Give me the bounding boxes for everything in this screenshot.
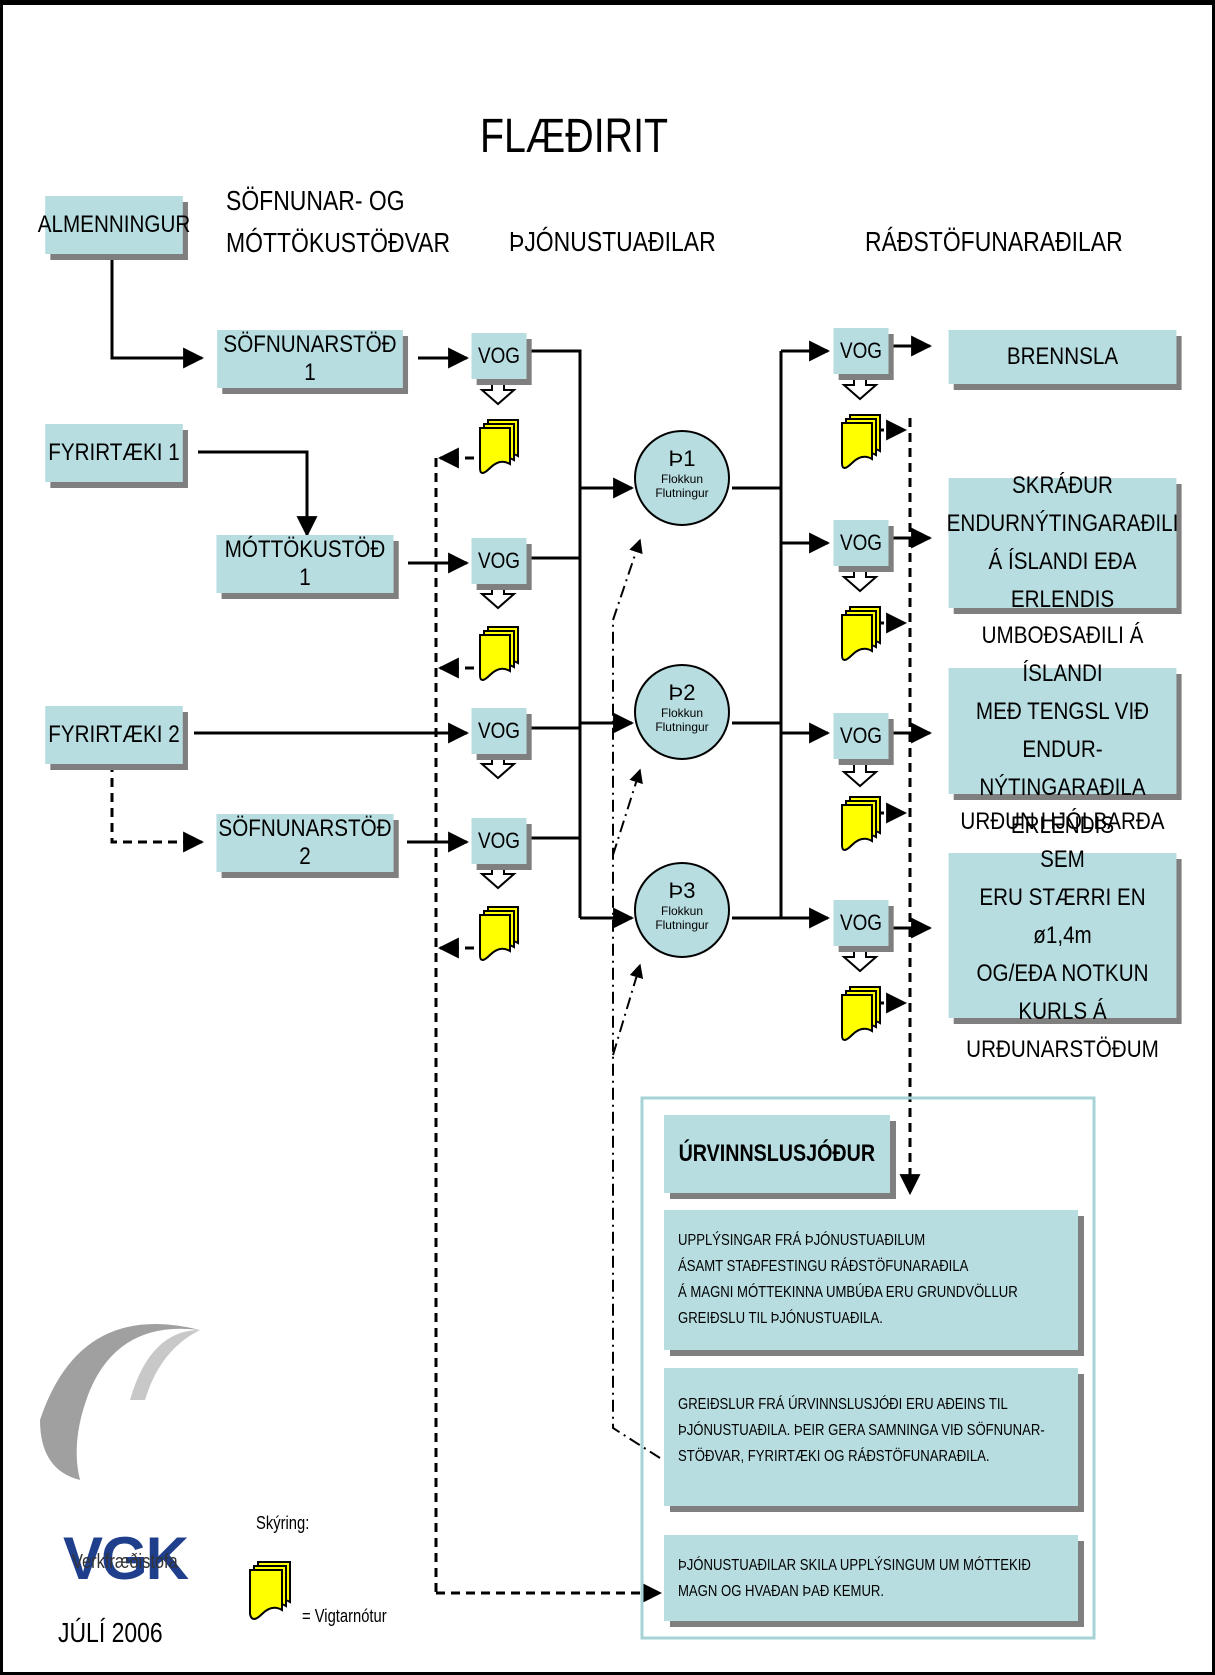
- vgk-logo-subtitle: Verkfræðistofa: [72, 1551, 178, 1573]
- p3-line2: Flutningur: [655, 918, 709, 932]
- legend-item: = Vigtarnótur: [302, 1606, 387, 1626]
- column-header-collection: SÖFNUNAR- OG MÓTTÖKUSTÖÐVAR: [226, 185, 451, 258]
- weighing-slip-icon: [841, 606, 881, 661]
- p2-circle: [634, 664, 730, 760]
- down-arrow-shape: [479, 377, 517, 406]
- p1-line2: Flutningur: [655, 486, 709, 500]
- fund-info-1-text: UPPLÝSINGAR FRÁ ÞJÓNUSTUAÐILUM ÁSAMT STA…: [678, 1232, 1018, 1327]
- weighing-slip-icon: [479, 626, 519, 681]
- fund-info-3-text: ÞJÓNUSTUAÐILAR SKILA UPPLÝSINGUM UM MÓTT…: [678, 1557, 1031, 1600]
- weighing-slip-icon: [841, 986, 881, 1041]
- page-title: FLÆÐIRIT: [480, 110, 669, 163]
- weighing-slip-icon: [479, 419, 519, 474]
- scale-vog-4: VOG: [471, 818, 527, 864]
- p2-line2: Flutningur: [655, 720, 709, 734]
- dashed-fyrirtaeki2-sofnunarstod2: [110, 763, 205, 853]
- station-sofnunarstod2: SÖFNUNARSTÖÐ 2: [216, 814, 394, 872]
- line-vog1-bus: [531, 349, 582, 918]
- vgk-logo-mark: [40, 1324, 200, 1480]
- weighing-slip-icon: [841, 414, 881, 469]
- disposal-brennsla: BRENNSLA: [948, 330, 1177, 384]
- scale-vog-3: VOG: [471, 708, 527, 754]
- source-fyrirtaeki2: FYRIRTÆKI 2: [45, 706, 183, 764]
- scale-vog-7: VOG: [833, 713, 889, 759]
- weighing-slip-icon: [841, 796, 881, 851]
- station-sofnunarstod1: SÖFNUNARSTÖÐ 1: [217, 330, 403, 388]
- disposal-urdun: URÐUN HJÓLBARÐA SEM ERU STÆRRI EN ø1,4m …: [948, 808, 1177, 1063]
- fund-info-1: UPPLÝSINGAR FRÁ ÞJÓNUSTUAÐILUM ÁSAMT STA…: [664, 1210, 1078, 1350]
- p1-circle: [634, 430, 730, 526]
- arrow-almenningur-sofnunarstod1: [110, 254, 205, 369]
- fund-info-3: ÞJÓNUSTUAÐILAR SKILA UPPLÝSINGUM UM MÓTT…: [664, 1535, 1078, 1621]
- fund-info-2-text: GREIÐSLUR FRÁ ÚRVINNSLUSJÓÐI ERU AÐEINS …: [678, 1396, 1045, 1465]
- scale-vog-5: VOG: [833, 328, 889, 374]
- fund-title: ÚRVINNSLUSJÓÐUR: [664, 1115, 890, 1193]
- source-fyrirtaeki1: FYRIRTÆKI 1: [45, 424, 183, 482]
- station-mottokustod1: MÓTTÖKUSTÖÐ 1: [216, 535, 394, 593]
- column-header-disposal: RÁÐSTÖFUNARAÐILAR: [865, 226, 1123, 257]
- p2-line1: Flokkun: [660, 706, 704, 720]
- p3-circle: [634, 862, 730, 958]
- date-label: JÚLÍ 2006: [58, 1617, 163, 1648]
- p2-id: Þ2: [668, 680, 696, 705]
- scale-vog-1: VOG: [471, 333, 527, 379]
- scale-vog-6: VOG: [833, 520, 889, 566]
- p3-id: Þ3: [668, 878, 696, 903]
- source-almenningur: ALMENNINGUR: [38, 196, 190, 254]
- p1-id: Þ1: [668, 446, 696, 471]
- service-provider-p3: Þ3 Flokkun Flutningur: [635, 878, 729, 932]
- scale-vog-8: VOG: [833, 900, 889, 946]
- weighing-slip-icon: [479, 906, 519, 961]
- column-header-service: ÞJÓNUSTUAÐILAR: [509, 226, 716, 257]
- legend-title: Skýring:: [256, 1513, 310, 1533]
- service-provider-p1: Þ1 Flokkun Flutningur: [635, 446, 729, 500]
- vgk-logo-name: VGK: [63, 1525, 189, 1592]
- disposal-umbodsadili: UMBOÐSAÐILI Á ÍSLANDI MEÐ TENGSL VIÐ END…: [948, 622, 1177, 839]
- scale-vog-2: VOG: [471, 538, 527, 584]
- fund-panel: [640, 1096, 1096, 1640]
- arrow-fyrirtaeki1-mottokustod1: [198, 450, 318, 538]
- fund-info-2: GREIÐSLUR FRÁ ÚRVINNSLUSJÓÐI ERU AÐEINS …: [664, 1368, 1078, 1506]
- dashdot-payment-line: [612, 620, 661, 1459]
- disposal-skradur: SKRÁÐUR ENDURNÝTINGARAÐILI Á ÍSLANDI EÐA…: [946, 472, 1179, 613]
- p3-line1: Flokkun: [660, 904, 704, 918]
- p1-line1: Flokkun: [660, 472, 704, 486]
- legend-slip-icon: [249, 1561, 291, 1620]
- service-provider-p2: Þ2 Flokkun Flutningur: [635, 680, 729, 734]
